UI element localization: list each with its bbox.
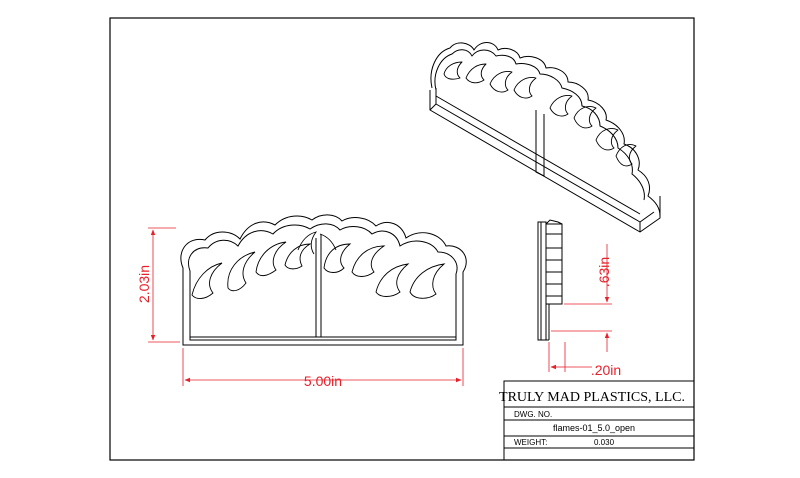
thickness-dimension-label: .20in [591, 362, 621, 378]
isometric-base-frame [429, 90, 661, 233]
isometric-flame-edge [430, 42, 661, 217]
height-dimension-label: 2.03in [136, 265, 152, 303]
front-view [180, 214, 467, 346]
front-view-inner-outline [188, 223, 458, 341]
sheet-border [109, 17, 695, 461]
side-view-dimensions [548, 244, 612, 372]
title-block [503, 380, 695, 461]
front-view-outline [180, 214, 467, 346]
dwg-no-label: DWG. NO. [514, 410, 552, 419]
isometric-flame-cutouts [443, 61, 637, 167]
width-dimension-label: 5.00in [304, 373, 342, 389]
isometric-view [429, 42, 661, 233]
side-view-body [537, 221, 547, 341]
dwg-no-value: flames-01_5.0_open [553, 423, 635, 433]
side-view [537, 219, 563, 341]
company-name: TRULY MAD PLASTICS, LLC. [499, 390, 685, 405]
weight-label: WEIGHT: [514, 438, 547, 447]
depth-dimension-label: .63in [596, 257, 612, 287]
front-view-dimensions [148, 227, 464, 386]
isometric-center-divider [535, 110, 545, 177]
weight-value: 0.030 [594, 438, 615, 447]
flame-cutouts [191, 231, 446, 299]
